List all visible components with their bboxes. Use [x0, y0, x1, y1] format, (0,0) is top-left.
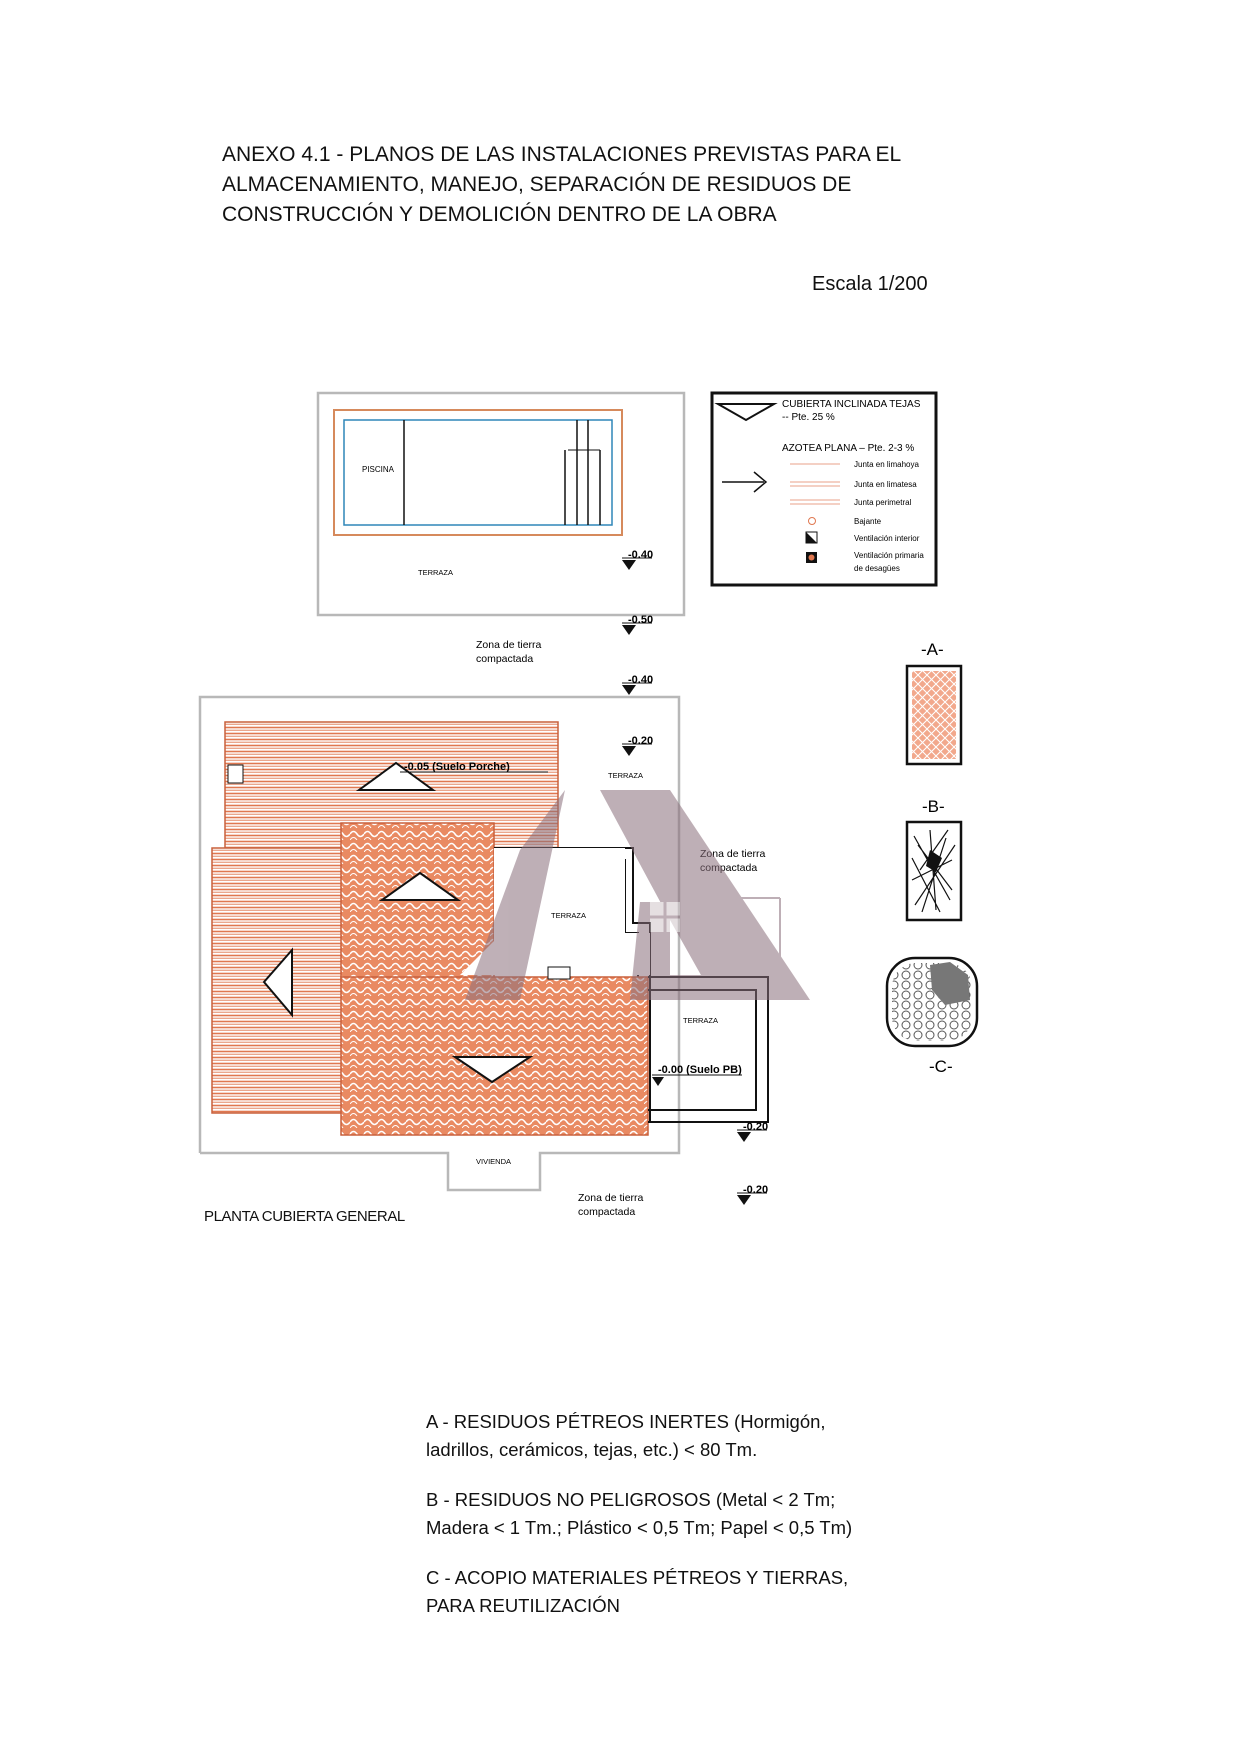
level-020-a: -0.20	[628, 735, 653, 747]
legend-vent-primaria-2: de desagües	[854, 564, 900, 573]
level-020-b: -0.20	[743, 1121, 768, 1133]
note-a-line1: A - RESIDUOS PÉTREOS INERTES (Hormigón,	[426, 1411, 826, 1432]
legend-cubierta: CUBIERTA INCLINADA TEJAS	[782, 399, 921, 410]
title-line-3: CONSTRUCCIÓN Y DEMOLICIÓN DENTRO DE LA O…	[222, 203, 777, 226]
level-005: -0.05 (Suelo Porche)	[404, 761, 510, 773]
note-c-line1: C - ACOPIO MATERIALES PÉTREOS Y TIERRAS,	[426, 1567, 849, 1588]
level-marker-4: -0.20	[622, 735, 653, 756]
zone-label-2a: Zona de tierra	[700, 848, 766, 860]
level-marker-6: -0.20	[737, 1184, 768, 1205]
level-marker-2: -0.50	[622, 614, 653, 635]
house-outline	[198, 695, 681, 1192]
upper-tiled-roof	[340, 822, 495, 982]
note-c: C - ACOPIO MATERIALES PÉTREOS Y TIERRAS,…	[426, 1564, 946, 1620]
level-040-a: -0.40	[628, 549, 653, 561]
scale-label: Escala 1/200	[812, 273, 928, 295]
level-marker-1: -0.40	[622, 549, 653, 570]
level-040-b: -0.40	[628, 674, 653, 686]
legend-azotea: AZOTEA PLANA – Pte. 2-3 %	[782, 443, 914, 454]
container-c-label: -C-	[929, 1057, 953, 1076]
vivienda-label: VIVIENDA	[476, 1157, 511, 1166]
level-marker-5: -0.20	[737, 1121, 768, 1142]
zone-label-1b: compactada	[476, 653, 533, 665]
pool	[343, 419, 613, 526]
note-a-line2: ladrillos, cerámicos, tejas, etc.) < 80 …	[426, 1439, 758, 1460]
zone-label-1a: Zona de tierra	[476, 639, 542, 651]
roof-plan-drawing: PISCINA TERRAZA -0.40 -0.50 -0.40 -0.20 …	[198, 391, 979, 1218]
note-b-line2: Madera < 1 Tm.; Plástico < 0,5 Tm; Papel…	[426, 1517, 853, 1538]
pool-label: PISCINA	[362, 465, 395, 474]
waste-notes: A - RESIDUOS PÉTREOS INERTES (Hormigón, …	[426, 1408, 946, 1642]
zone-label-3a: Zona de tierra	[578, 1192, 644, 1204]
legend-limatesa: Junta en limatesa	[854, 480, 917, 489]
level-marker-pb: -0.00 (Suelo PB)	[652, 1064, 742, 1086]
plan-name: PLANTA CUBIERTA GENERAL	[204, 1208, 405, 1225]
watermark-logo	[465, 790, 810, 1000]
note-a: A - RESIDUOS PÉTREOS INERTES (Hormigón, …	[426, 1408, 946, 1464]
title-line-2: ALMACENAMIENTO, MANEJO, SEPARACIÓN DE RE…	[222, 173, 852, 196]
level-020-c: -0.20	[743, 1184, 768, 1196]
legend-pte25: -- Pte. 25 %	[782, 412, 835, 423]
title-line-1: ANEXO 4.1 - PLANOS DE LAS INSTALACIONES …	[222, 143, 902, 166]
container-b-label: -B-	[922, 797, 945, 816]
page-title: ANEXO 4.1 - PLANOS DE LAS INSTALACIONES …	[222, 140, 982, 230]
level-050: -0.50	[628, 614, 653, 626]
terrace-label-center: TERRAZA	[551, 911, 586, 920]
note-c-line2: PARA REUTILIZACIÓN	[426, 1595, 620, 1616]
legend-limahoya: Junta en limahoya	[854, 460, 919, 469]
note-b-line1: B - RESIDUOS NO PELIGROSOS (Metal < 2 Tm…	[426, 1489, 836, 1510]
legend-box	[710, 391, 938, 587]
level-marker-3: -0.40	[622, 674, 653, 695]
pool-border	[333, 409, 623, 536]
terrace-label-pool: TERRAZA	[418, 568, 453, 577]
legend-vent-interior: Ventilación interior	[854, 534, 920, 543]
zone-label-3b: compactada	[578, 1206, 635, 1218]
terrace-outline	[316, 391, 686, 617]
legend-bajante: Bajante	[854, 517, 882, 526]
terrace-label-porch: TERRAZA	[608, 771, 643, 780]
legend-perimetral: Junta perimetral	[854, 498, 912, 507]
note-b: B - RESIDUOS NO PELIGROSOS (Metal < 2 Tm…	[426, 1486, 946, 1542]
terrace-label-right: TERRAZA	[683, 1016, 718, 1025]
legend-vent-primaria-1: Ventilación primaria	[854, 551, 924, 560]
container-a-label: -A-	[921, 640, 944, 659]
level-000: -0.00 (Suelo PB)	[658, 1064, 742, 1076]
